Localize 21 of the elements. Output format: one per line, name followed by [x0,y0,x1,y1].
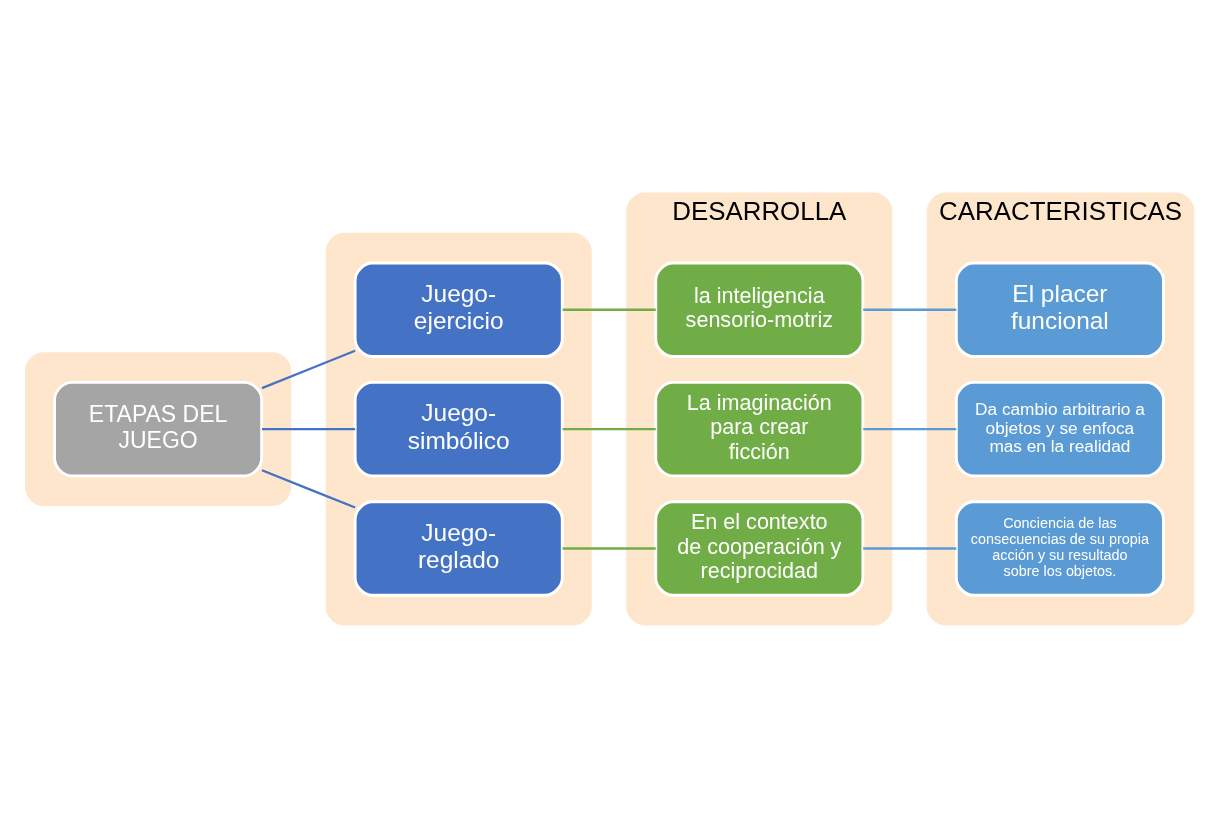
node-box: Da cambio arbitrario a objetos y se enfoca mas en la realidad [954,380,1165,478]
connector [261,349,356,390]
connector [863,308,957,311]
node-box: ETAPAS DEL JUEGO [53,380,264,478]
node-box: Juego-simbólico [353,380,564,478]
node-box: La imaginación para crear ficción [654,380,865,478]
connector [863,428,957,431]
cluster [25,352,292,507]
node-box: la inteligencia sensorio-motriz [654,261,865,358]
connector [262,428,356,431]
connector [562,428,656,431]
connector [562,308,656,311]
connector [261,469,356,509]
connector [562,547,656,550]
connector [863,547,957,550]
cluster [325,232,592,626]
node-box: Conciencia de las consecuencias de su propia acción y su resultado sobre los objetos. [954,500,1165,597]
node-box: Juego-reglado [353,500,564,597]
node-box: El placer funcional [954,261,1165,358]
node-box: Juego-ejercicio [353,261,564,358]
node-box: En el contexto de cooperación y reciprocidad [654,500,865,597]
